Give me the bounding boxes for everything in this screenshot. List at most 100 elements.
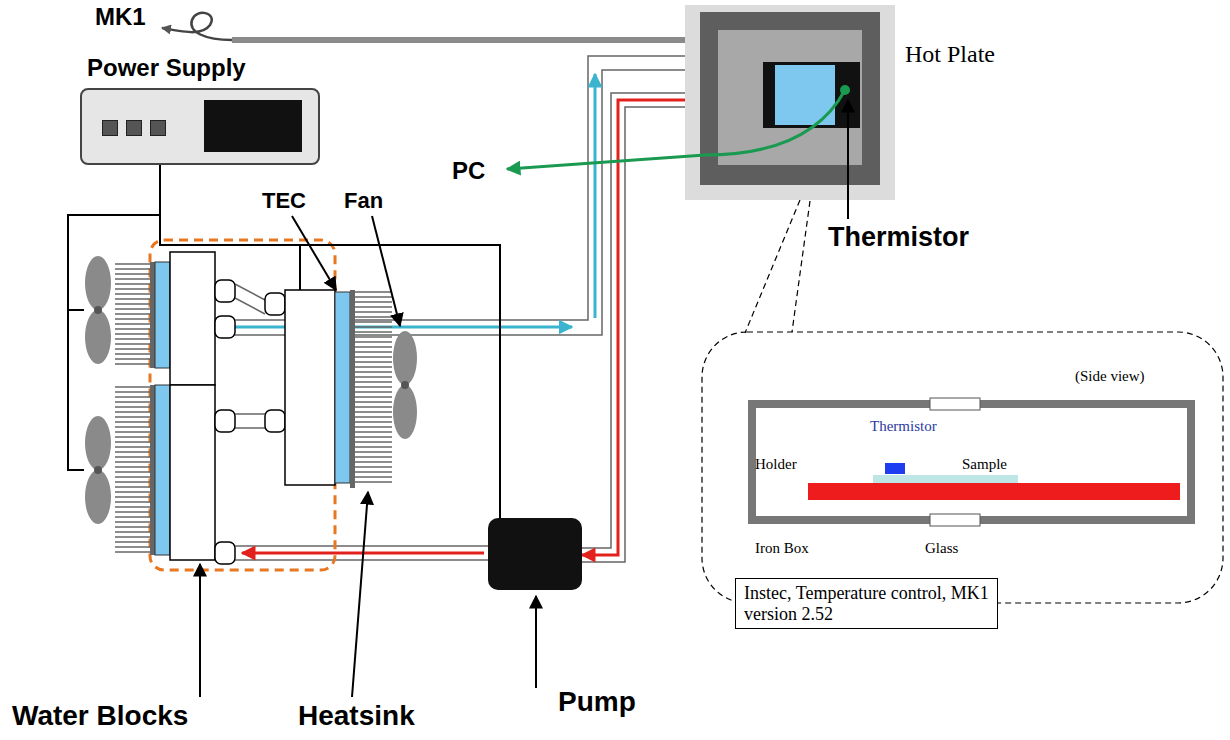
heatsink-fin xyxy=(115,338,150,340)
heatsink-fin xyxy=(355,326,392,328)
heatsink-fin xyxy=(355,406,392,408)
heatsink-fin xyxy=(115,486,150,488)
heatsink-fin xyxy=(355,441,392,443)
heatsink-fin xyxy=(115,531,150,533)
heatsink-fin xyxy=(115,456,150,458)
part-label: Heatsink xyxy=(298,700,415,732)
heatsink-fin xyxy=(355,321,392,323)
heatsink-fin xyxy=(355,481,392,483)
heatsink-fin xyxy=(115,536,150,538)
heatsink-fin xyxy=(355,311,392,313)
upper-left-assembly xyxy=(85,252,235,385)
thermistor-wire xyxy=(507,90,845,169)
heatsink-fin xyxy=(115,268,150,270)
hot-plate-drawing xyxy=(685,5,895,200)
heatsink-fin xyxy=(115,491,150,493)
device-label: Power Supply xyxy=(87,54,246,82)
heatsink-fin xyxy=(355,446,392,448)
cooling-module-outline xyxy=(150,240,335,570)
heatsink-fin xyxy=(355,431,392,433)
heatsink-fin xyxy=(115,546,150,548)
heatsink-fin xyxy=(355,451,392,453)
part-label: Holder xyxy=(755,456,797,473)
heatsink-fin xyxy=(355,391,392,393)
heatsink-fin xyxy=(355,301,392,303)
heatsink-fin xyxy=(115,293,150,295)
heatsink-fin xyxy=(355,386,392,388)
heatsink-fin xyxy=(115,278,150,280)
pump: Pump xyxy=(488,518,582,590)
heatsink-fin xyxy=(115,323,150,325)
part-label: PC xyxy=(452,157,485,185)
controller-note: Instec, Temperature control, MK1 version… xyxy=(735,578,998,629)
heatsink-fin xyxy=(355,341,392,343)
heatsink-fin xyxy=(355,346,392,348)
heatsink-fin xyxy=(115,411,150,413)
heatsink-fin xyxy=(115,441,150,443)
heatsink-fin xyxy=(115,461,150,463)
heatsink-fin xyxy=(115,288,150,290)
heatsink-fin xyxy=(355,376,392,378)
heatsink-fin xyxy=(115,471,150,473)
part-label: TEC xyxy=(262,188,306,213)
heatsink-fin xyxy=(115,353,150,355)
callout-line xyxy=(792,201,810,332)
heatsink-fin xyxy=(115,386,150,388)
heatsink-fin xyxy=(355,411,392,413)
heatsink-fin xyxy=(355,356,392,358)
heatsink-fin xyxy=(115,431,150,433)
heatsink-fin xyxy=(355,421,392,423)
device-label: Hot Plate xyxy=(905,41,995,69)
heatsink-fin xyxy=(115,263,150,265)
part-label: Iron Box xyxy=(755,540,809,557)
display-panel xyxy=(204,100,302,152)
part-label: Glass xyxy=(925,540,958,557)
heatsink-fin xyxy=(115,521,150,523)
heatsink-fin xyxy=(355,461,392,463)
heatsink-fin xyxy=(115,348,150,350)
heatsink-fin xyxy=(115,363,150,365)
heatsink-fin xyxy=(115,541,150,543)
mk1-cable-coil xyxy=(162,13,232,40)
heatsink-fin xyxy=(115,551,150,553)
heatsink-fin xyxy=(355,466,392,468)
heatsink-fin xyxy=(115,421,150,423)
heatsink-fin xyxy=(355,381,392,383)
heatsink-fin xyxy=(355,366,392,368)
heatsink-fin xyxy=(115,466,150,468)
heatsink-fin xyxy=(115,516,150,518)
leader-arrows xyxy=(200,216,536,697)
hot-plate: Hot Plate xyxy=(685,5,895,200)
side-view-illustration xyxy=(752,398,1191,526)
thermistor-dot xyxy=(840,85,850,95)
part-label: MK1 xyxy=(95,3,146,31)
heatsink-fin xyxy=(115,526,150,528)
view-label: (Side view) xyxy=(1075,368,1145,385)
heatsink-fin xyxy=(115,406,150,408)
heatsink-fin xyxy=(355,471,392,473)
heatsink-fin xyxy=(355,351,392,353)
heatsink-fin xyxy=(355,371,392,373)
part-label: Thermistor xyxy=(828,222,969,253)
side-view-callout: (Side view)ThermistorHolderSampleIron Bo… xyxy=(700,330,1225,605)
heatsink-fin xyxy=(115,426,150,428)
leader-arrow xyxy=(847,100,849,219)
mk1-cable xyxy=(232,37,700,43)
part-label: Fan xyxy=(344,188,383,213)
power-supply: Power Supply xyxy=(80,88,320,165)
panel-button xyxy=(126,120,142,136)
heatsink-fin xyxy=(355,456,392,458)
heatsink-fin xyxy=(355,316,392,318)
heatsink-fin xyxy=(355,476,392,478)
part-label: Water Blocks xyxy=(12,700,188,732)
heatsink-fin xyxy=(115,401,150,403)
heatsink-fin xyxy=(115,416,150,418)
cold-flow-arrow xyxy=(594,74,597,318)
heatsink-fin xyxy=(115,451,150,453)
heatsink-fin xyxy=(115,273,150,275)
heatsink-fin xyxy=(115,283,150,285)
heatsink-fin xyxy=(115,396,150,398)
callout-line xyxy=(745,200,800,333)
hot-water-tube-arrow xyxy=(582,100,685,555)
